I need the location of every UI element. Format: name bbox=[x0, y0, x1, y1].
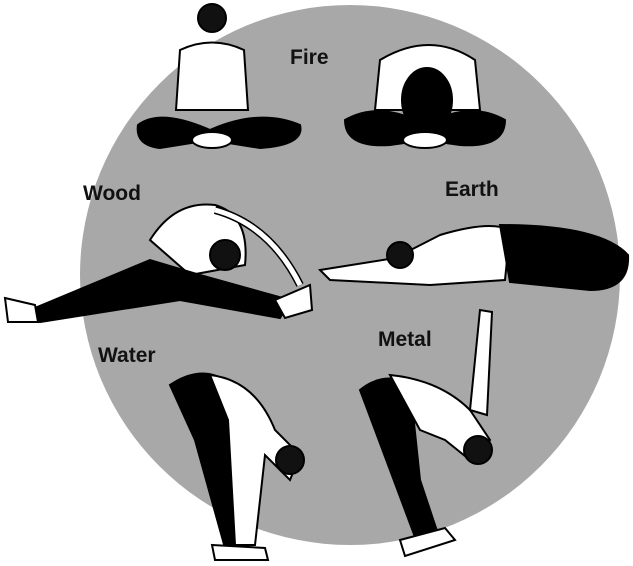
fire-label: Fire bbox=[290, 46, 329, 69]
earth-pose-figure bbox=[317, 223, 630, 292]
water-label: Water bbox=[98, 344, 156, 367]
fire-pose-figure bbox=[136, 3, 302, 150]
wood-label: Wood bbox=[83, 182, 141, 205]
earth-label: Earth bbox=[445, 178, 499, 201]
water-pose-figure bbox=[168, 372, 305, 561]
metal-pose-figure bbox=[358, 308, 494, 558]
wood-pose-figure bbox=[3, 203, 314, 324]
metal-label: Metal bbox=[378, 328, 432, 351]
fire-forward-bend-figure bbox=[343, 44, 507, 149]
